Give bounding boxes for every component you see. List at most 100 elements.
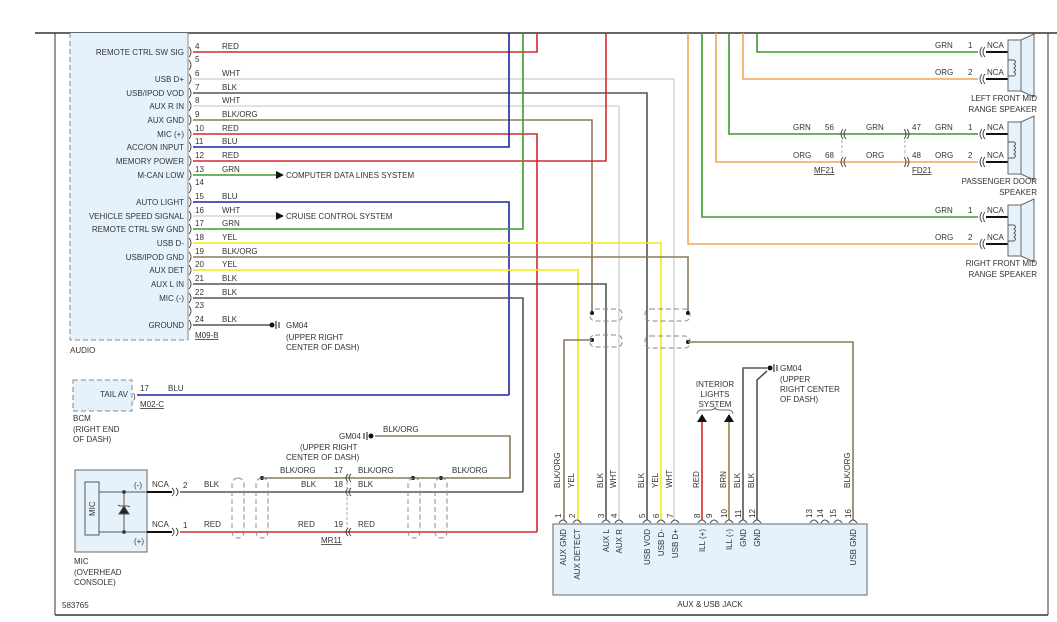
bcm-loc-1: (RIGHT END [73,425,120,434]
mic-pin-plus: 1 [183,521,188,530]
speaker-nca: NCA [987,41,1005,50]
connector-icon [752,519,762,524]
ref-cruise-control[interactable]: CRUISE CONTROL SYSTEM [286,212,393,221]
audio-pin-number: 17 [195,219,204,228]
audio-pin-label: AUX DET [149,266,184,275]
audio-pin-number: 24 [195,315,204,324]
jack-pin-number: 11 [734,509,743,518]
interior-lights-2[interactable]: LIGHTS [701,390,730,399]
interior-lights-1[interactable]: INTERIOR [696,380,734,389]
audio-pin-number: 20 [195,260,204,269]
coil-icon [1008,59,1016,77]
mic-pin-minus: 2 [183,481,188,490]
wire-audio-pin-15 [193,201,510,395]
mic-wire-plus-2: RED [298,520,315,529]
audio-wire-color: GRN [222,219,240,228]
wire-audio-pin-18 [193,242,662,520]
connector-icon [188,73,192,85]
audio-pin-number: 12 [195,151,204,160]
jack-pin-label: AUX DETECT [573,529,582,580]
audio-pin-row: 5 [188,55,200,71]
ground-icon [269,321,280,329]
mic-unit: MIC (-) (+) MIC (OVERHEAD CONSOLE) NCA N… [62,425,488,610]
bcm-wire-color: BLU [168,384,184,393]
wire-audio-pin-7 [193,92,648,520]
speaker-name-2: SPEAKER [999,188,1037,197]
ref-computer-data-lines[interactable]: COMPUTER DATA LINES SYSTEM [286,171,415,180]
jack-pin-number: 13 [805,509,814,518]
connector-icon [724,519,734,524]
interior-lights-3[interactable]: SYSTEM [699,400,732,409]
audio-wire-color: YEL [222,260,238,269]
arrow-up-icon [724,414,734,422]
audio-pin-row: 14 [188,178,204,194]
audio-ground-loc-1: (UPPER RIGHT [286,333,343,342]
jack-wire-color: BLK [733,472,742,488]
mic-wire-minus-3: BLK [358,480,374,489]
audio-pin-label: USB D- [157,239,184,248]
speaker-wire-color: GRN [935,41,953,50]
mf21-connector-id: MF21 [814,166,835,175]
arrow-icon [276,171,284,179]
audio-wire-color: BLK/ORG [222,110,258,119]
connector-icon [601,519,611,524]
speaker-pin-number: 2 [968,233,973,242]
jack-pin-number: 9 [705,513,714,518]
jack-ground-id: GM04 [780,364,802,373]
ground-icon [767,364,778,372]
speaker-name-2: RANGE SPEAKER [969,105,1038,114]
mic-minus-label: (-) [134,481,142,490]
jack-pin-label: AUX L [602,528,611,552]
jack-wire-color: YEL [567,472,576,488]
connector-icon [979,128,986,140]
wire-audio-pin-9 [193,119,593,313]
audio-pin-number: 8 [195,96,200,105]
connector-icon [670,519,680,524]
jack-pin-number: 14 [816,509,825,518]
jack-ground-loc-3: OF DASH) [780,395,819,404]
connector-icon [572,519,582,524]
bcm-pin-number: 17 [140,384,149,393]
connector-icon [188,141,192,153]
fd21-pin: 48 [912,151,921,160]
connector-icon [848,519,858,524]
jack-wire-color: BLK [596,472,605,488]
mic-ground-loc-1: (UPPER RIGHT [300,443,357,452]
audio-pin-number: 13 [195,165,204,174]
mr11-pin-19: 19 [334,520,343,529]
jack-pin: 9 [705,513,719,524]
audio-wire-color: GRN [222,165,240,174]
jack-wire-color: BRN [719,471,728,488]
connector-icon [171,527,179,537]
frame [35,32,1057,616]
speaker-wire-color: ORG [935,151,953,160]
connector-icon [188,196,192,208]
jack-pin-number: 16 [844,509,853,518]
coil-icon [1008,224,1016,242]
connector-icon [820,519,830,524]
bcm-loc-2: OF DASH) [73,435,112,444]
jack-wire-color: YEL [651,472,660,488]
connector-icon [840,156,847,168]
jack-pin-number: 7 [666,513,675,518]
wire-audio-pin-10 [193,133,538,532]
audio-pin-number: 14 [195,178,204,187]
wire-audio-pin-19 [193,256,689,313]
jack-pin-label: USB VOD [643,529,652,565]
wire-speaker [756,33,978,53]
connector-icon [979,238,986,250]
audio-wire-color: WHT [222,96,240,105]
audio-pin-label: ACC/ON INPUT [127,143,184,152]
wire-audio-pin-4 [193,33,538,53]
connector-icon [738,519,748,524]
bcm-connector-id: M02-C [140,400,164,409]
speaker-nca: NCA [987,123,1005,132]
connector-icon [188,169,192,181]
